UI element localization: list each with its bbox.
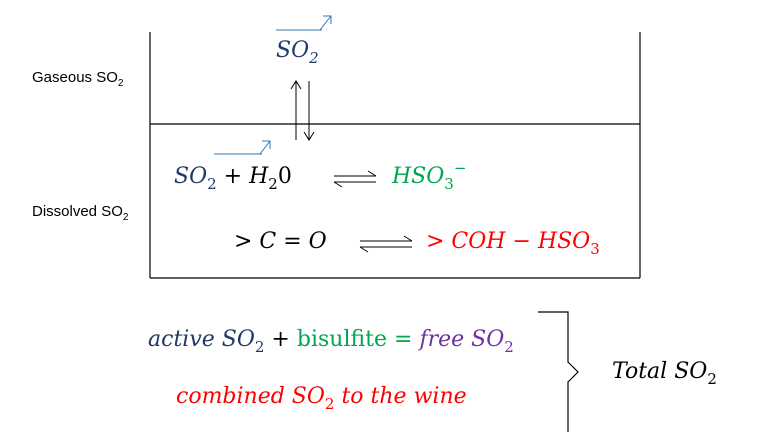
gaseous-label: Gaseous SO2 (32, 69, 124, 89)
gas-arrow-icon (319, 15, 332, 31)
summary-line1: active SO2 + bisulfite = free SO2 (148, 327, 514, 356)
reaction2-equilibrium-arrow-icon (359, 235, 413, 253)
reaction2-reactant: > C = O (234, 229, 327, 254)
gas-so2-formula: SO2 (276, 38, 319, 67)
reaction1-left: SO2 + H20 (174, 164, 292, 193)
total-so2-label: Total SO2 (612, 359, 717, 388)
reaction1-product: HSO3− (391, 159, 466, 193)
total-brace-icon (538, 311, 579, 432)
dissolved-label: Dissolved SO2 (32, 203, 129, 223)
reaction1-arrow-icon (259, 140, 271, 155)
equilibrium-vertical-arrows-icon (290, 80, 315, 141)
reaction1-equilibrium-arrow-icon (333, 170, 377, 188)
summary-line2: combined SO2 to the wine (176, 384, 467, 413)
reaction2-product: > COH − HSO3 (426, 229, 600, 258)
